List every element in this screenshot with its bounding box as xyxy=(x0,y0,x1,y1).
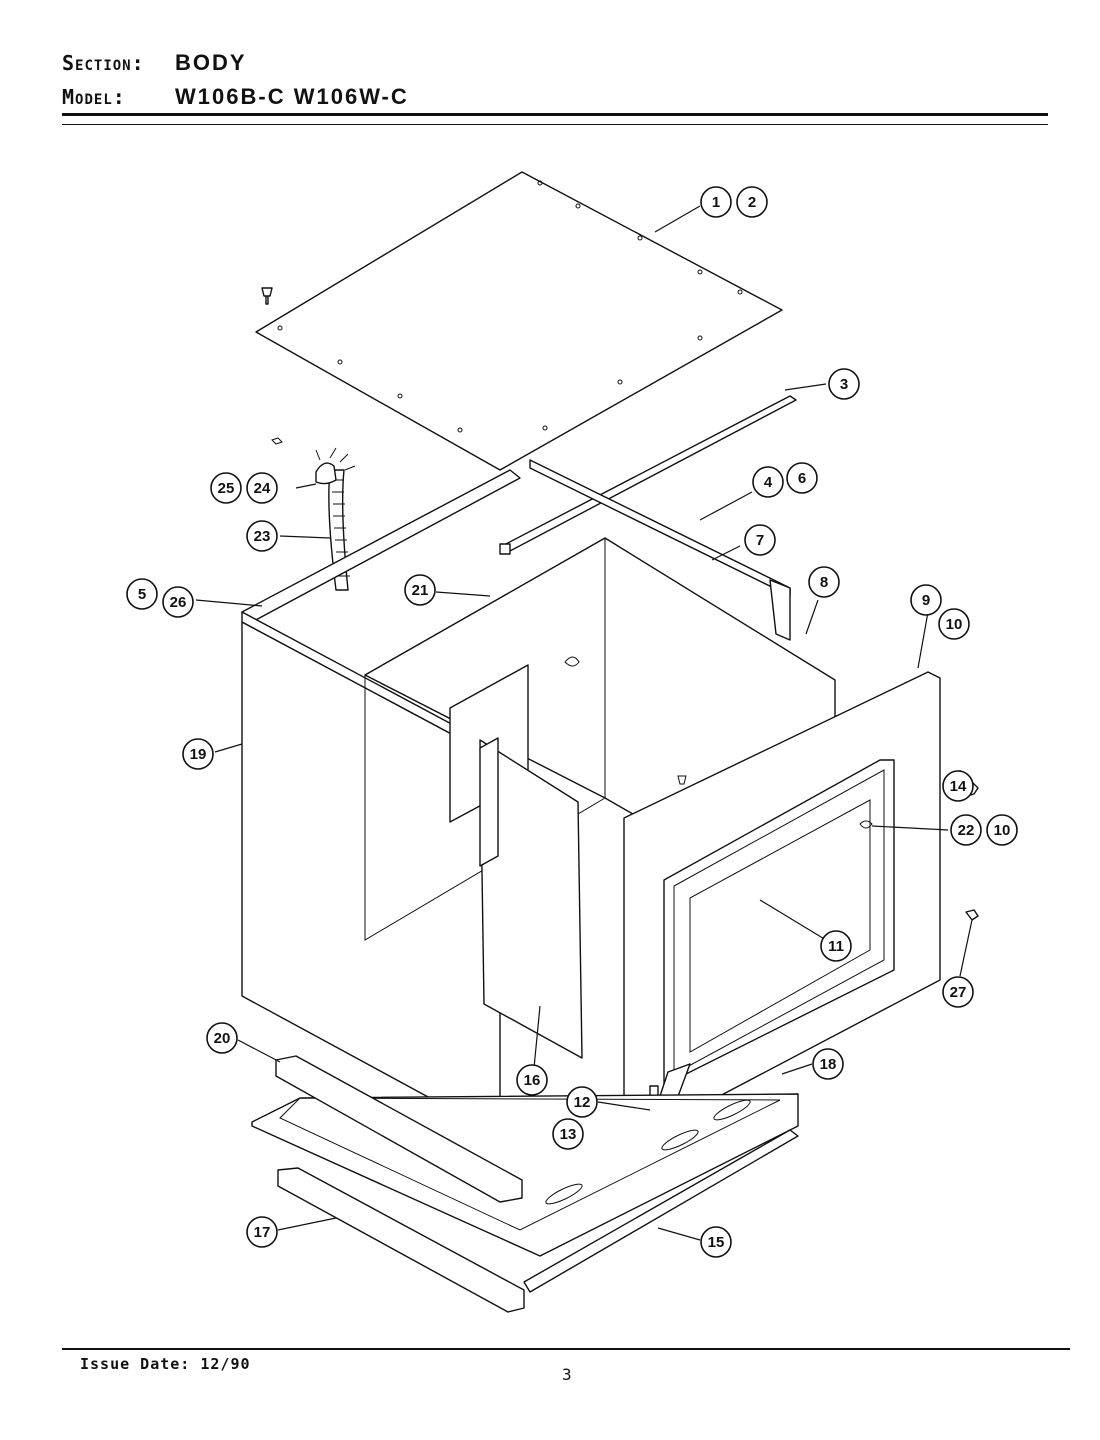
callout-11: 11 xyxy=(820,930,852,962)
callout-25: 25 xyxy=(210,472,242,504)
header-rule-thick xyxy=(62,113,1048,116)
callout-14-text: 14 xyxy=(950,778,967,795)
callout-8: 8 xyxy=(808,566,840,598)
model-label: Model: xyxy=(62,85,126,109)
callout-17: 17 xyxy=(246,1216,278,1248)
callout-24-text: 24 xyxy=(254,480,271,497)
callout-26-text: 26 xyxy=(170,594,187,611)
callout-10: 10 xyxy=(938,608,970,640)
center-panel-part-16 xyxy=(479,739,583,1059)
callout-18-text: 18 xyxy=(820,1056,837,1073)
top-edge-rail-left xyxy=(241,469,521,623)
callout-15-text: 15 xyxy=(708,1234,725,1251)
page-number: 3 xyxy=(562,1365,572,1384)
callout-3-text: 3 xyxy=(840,376,848,393)
screw-part-27 xyxy=(965,909,979,921)
callout-17-text: 17 xyxy=(254,1224,271,1241)
callout-24: 24 xyxy=(246,472,278,504)
callout-12-text: 12 xyxy=(574,1094,591,1111)
screw-icon-top xyxy=(261,287,273,305)
callout-19-text: 19 xyxy=(190,746,207,763)
screw-icon-inside xyxy=(677,775,687,785)
section-label: Section: xyxy=(62,51,145,75)
callout-18: 18 xyxy=(812,1048,844,1080)
top-panel-screw-holes xyxy=(277,180,743,433)
callout-10b-text: 10 xyxy=(994,822,1011,839)
callout-21-text: 21 xyxy=(412,582,429,599)
footer-rule xyxy=(62,1348,1070,1350)
callout-7-text: 7 xyxy=(756,532,764,549)
grommet-part-22 xyxy=(859,820,873,829)
front-rail-part-17 xyxy=(277,1167,525,1313)
callout-20: 20 xyxy=(206,1022,238,1054)
callout-27: 27 xyxy=(942,976,974,1008)
callout-15: 15 xyxy=(700,1226,732,1258)
callout-23-text: 23 xyxy=(254,528,271,545)
callout-4-text: 4 xyxy=(764,474,773,491)
callout-19: 19 xyxy=(182,738,214,770)
callout-9: 9 xyxy=(910,584,942,616)
callout-10-text: 10 xyxy=(946,616,963,633)
callout-6: 6 xyxy=(786,462,818,494)
callout-4: 4 xyxy=(752,466,784,498)
callout-2-text: 2 xyxy=(748,194,756,211)
callout-13-text: 13 xyxy=(560,1126,577,1143)
cord-clamp xyxy=(315,462,337,485)
callout-14: 14 xyxy=(942,770,974,802)
callout-26: 26 xyxy=(162,586,194,618)
model-value: W106B-C W106W-C xyxy=(175,84,409,109)
callout-1: 1 xyxy=(700,186,732,218)
callout-8-text: 8 xyxy=(820,574,828,591)
header-rule-thin xyxy=(62,124,1048,125)
callout-6-text: 6 xyxy=(798,470,806,487)
section-value: BODY xyxy=(175,50,247,75)
callout-21: 21 xyxy=(404,574,436,606)
callout-20-text: 20 xyxy=(214,1030,231,1047)
small-screw-icon xyxy=(271,437,283,445)
front-rail-part-15 xyxy=(523,1129,799,1293)
mount-icon xyxy=(564,656,580,667)
section-line: Section: BODY xyxy=(62,50,247,76)
callout-10b: 10 xyxy=(986,814,1018,846)
callout-3: 3 xyxy=(828,368,860,400)
rail-end-block xyxy=(499,543,511,555)
callout-22: 22 xyxy=(950,814,982,846)
callout-27-text: 27 xyxy=(950,984,967,1001)
issue-date: Issue Date: 12/90 xyxy=(80,1355,251,1373)
front-frame-opening xyxy=(663,759,895,1086)
callout-22-text: 22 xyxy=(958,822,975,839)
top-panel xyxy=(255,171,783,471)
base-rail-part-20 xyxy=(275,1055,523,1203)
callout-11-text: 11 xyxy=(828,938,844,955)
leader-lines xyxy=(195,205,973,1241)
model-line: Model: W106B-C W106W-C xyxy=(62,84,409,110)
callout-1-text: 1 xyxy=(712,194,720,211)
callout-16-text: 16 xyxy=(524,1072,541,1089)
callout-7: 7 xyxy=(744,524,776,556)
callout-5: 5 xyxy=(126,578,158,610)
callout-23: 23 xyxy=(246,520,278,552)
callout-5-text: 5 xyxy=(138,586,146,603)
callout-9-text: 9 xyxy=(922,592,930,609)
callout-12: 12 xyxy=(566,1086,598,1118)
callout-13: 13 xyxy=(552,1118,584,1150)
callout-25-text: 25 xyxy=(218,480,235,497)
callout-2: 2 xyxy=(736,186,768,218)
callout-16: 16 xyxy=(516,1064,548,1096)
door-panel-11 xyxy=(689,799,871,1053)
